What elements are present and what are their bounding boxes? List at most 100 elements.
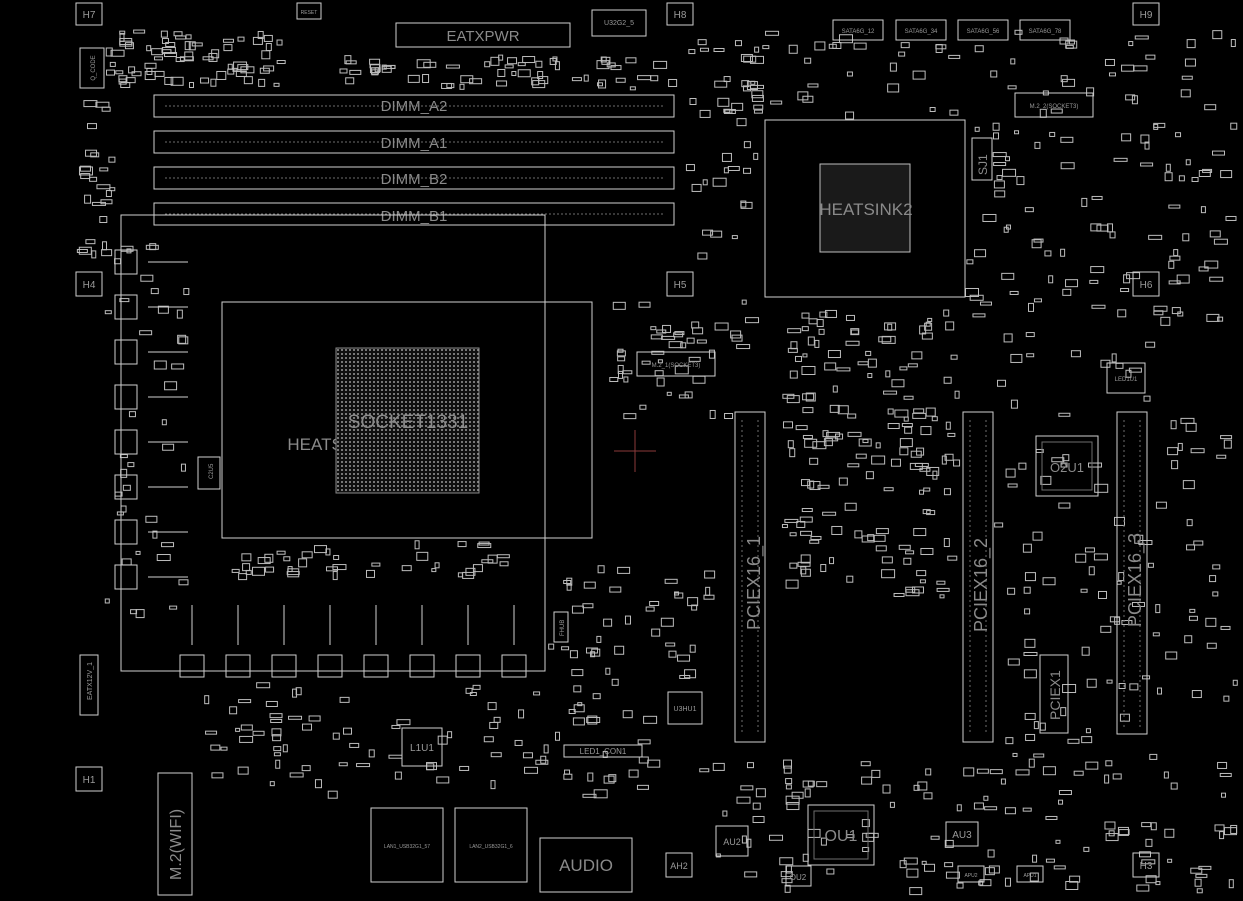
smd-component — [1188, 615, 1198, 621]
smd-component — [802, 407, 814, 414]
smd-component — [947, 432, 956, 437]
smd-component — [903, 857, 918, 865]
smd-component — [577, 702, 583, 707]
label-pciex16-3: PCIEX16_3 — [1125, 533, 1146, 627]
sata-connector-12: SATA6G_12 — [832, 19, 884, 41]
u3hu1-chip: U3HU1 — [667, 691, 703, 725]
smd-component — [511, 71, 517, 77]
smd-component — [391, 724, 401, 729]
smd-component — [222, 38, 234, 43]
smd-component — [587, 715, 598, 725]
smd-component — [535, 759, 549, 765]
smd-component — [1053, 865, 1066, 870]
smd-component — [1145, 54, 1156, 60]
smd-component — [1143, 395, 1151, 402]
smd-component — [807, 83, 819, 88]
smd-component — [1088, 566, 1095, 576]
smd-component — [555, 731, 561, 741]
smd-component — [1015, 769, 1030, 776]
smd-component — [1138, 851, 1151, 858]
smd-component — [1141, 822, 1152, 828]
smd-component — [612, 301, 626, 310]
smd-component — [740, 53, 753, 62]
pcie-slot-1: PCIEX16_1 — [734, 411, 766, 743]
smd-component — [1213, 238, 1228, 245]
smd-component — [1042, 766, 1056, 776]
smd-component — [993, 132, 1000, 140]
smd-component — [1142, 675, 1151, 680]
smd-component — [744, 871, 758, 878]
smd-component — [784, 884, 791, 893]
smd-component — [865, 471, 874, 480]
smd-component — [177, 334, 187, 344]
smd-component — [723, 108, 731, 113]
smd-component — [628, 769, 639, 778]
smd-component — [699, 47, 709, 52]
smd-component — [332, 571, 338, 581]
led1-con1-header: LED1_CON1 — [563, 744, 643, 758]
smd-component — [903, 416, 909, 422]
smd-component — [184, 41, 191, 51]
smd-component — [477, 543, 492, 549]
smd-component — [1204, 104, 1217, 111]
smd-component — [926, 466, 940, 476]
smd-component — [638, 756, 649, 764]
smd-component — [349, 69, 362, 75]
label-u3hu1: U3HU1 — [674, 706, 697, 713]
smd-component — [1060, 162, 1075, 170]
smd-component — [1075, 553, 1087, 563]
smd-component — [979, 301, 992, 306]
smd-component — [119, 40, 133, 47]
smd-component — [119, 298, 130, 303]
m2-socket-1: M.2_1(SOCKET3) — [636, 351, 716, 377]
smd-component — [697, 39, 707, 46]
smd-component — [257, 30, 264, 39]
smd-component — [875, 528, 889, 535]
smd-component — [478, 541, 490, 546]
smd-component — [905, 550, 915, 555]
smd-component — [912, 412, 927, 419]
cpu-socket: SOCKET1331 — [221, 301, 593, 539]
smd-component — [1168, 280, 1181, 285]
smd-component — [668, 341, 683, 349]
smd-component — [713, 47, 725, 52]
smd-component — [884, 322, 897, 331]
smd-component — [1004, 877, 1011, 887]
smd-component — [1033, 721, 1039, 730]
smd-component — [1068, 39, 1075, 45]
smd-component — [802, 434, 813, 439]
smd-component — [802, 853, 809, 862]
smd-component — [596, 60, 610, 70]
smd-component — [1034, 141, 1041, 149]
smd-component — [1221, 792, 1227, 798]
smd-component — [752, 815, 765, 823]
smd-component — [100, 199, 113, 205]
smd-component — [184, 51, 194, 61]
smd-component — [1160, 316, 1171, 326]
smd-component — [566, 583, 572, 591]
smd-component — [145, 244, 159, 250]
smd-component — [493, 716, 501, 723]
smd-component — [338, 762, 348, 767]
heatsink4-outline: HEATSINK4 — [120, 214, 546, 672]
smd-component — [854, 530, 863, 539]
label-eatxpwr: EATXPWR — [446, 28, 519, 45]
smd-component — [481, 559, 494, 564]
label-au3: AU3 — [952, 830, 972, 841]
smd-component — [925, 768, 932, 776]
smd-component — [881, 556, 893, 564]
smd-component — [1045, 858, 1055, 863]
smd-component — [1029, 872, 1039, 882]
smd-component — [135, 550, 141, 555]
smd-component — [920, 547, 934, 555]
label-ou1: OU1 — [825, 828, 858, 845]
smd-component — [1153, 122, 1166, 128]
smd-component — [972, 313, 986, 318]
smd-component — [910, 450, 922, 458]
smd-component — [936, 587, 950, 592]
smd-component — [276, 60, 286, 65]
smd-component — [1167, 858, 1173, 863]
eatxpwr-connector: EATXPWR — [395, 22, 571, 48]
smd-component — [924, 863, 936, 872]
smd-component — [1105, 760, 1113, 767]
